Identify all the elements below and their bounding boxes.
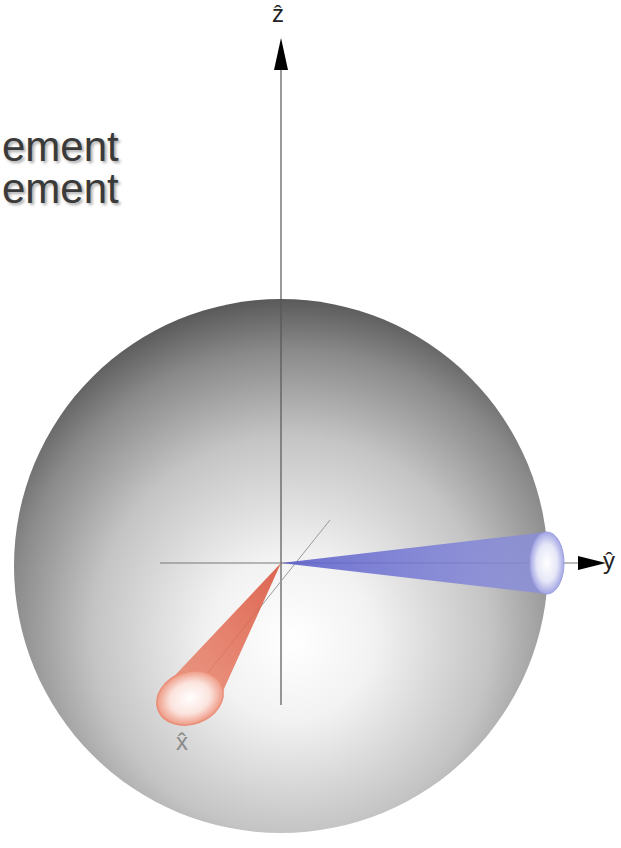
blue-cone-cap [530, 532, 564, 594]
axis-label: ŷ [603, 549, 615, 573]
axis-label: ẑ [272, 2, 284, 26]
z-arrowhead [274, 38, 288, 70]
z-axis [280, 42, 281, 705]
blue-cone [281, 532, 547, 594]
red-cone-cap [149, 662, 231, 734]
slide-text: ement [2, 126, 119, 168]
slide-text: ement [2, 168, 119, 210]
axis-label: x̂ [176, 730, 188, 754]
y-arrowhead [578, 556, 606, 570]
